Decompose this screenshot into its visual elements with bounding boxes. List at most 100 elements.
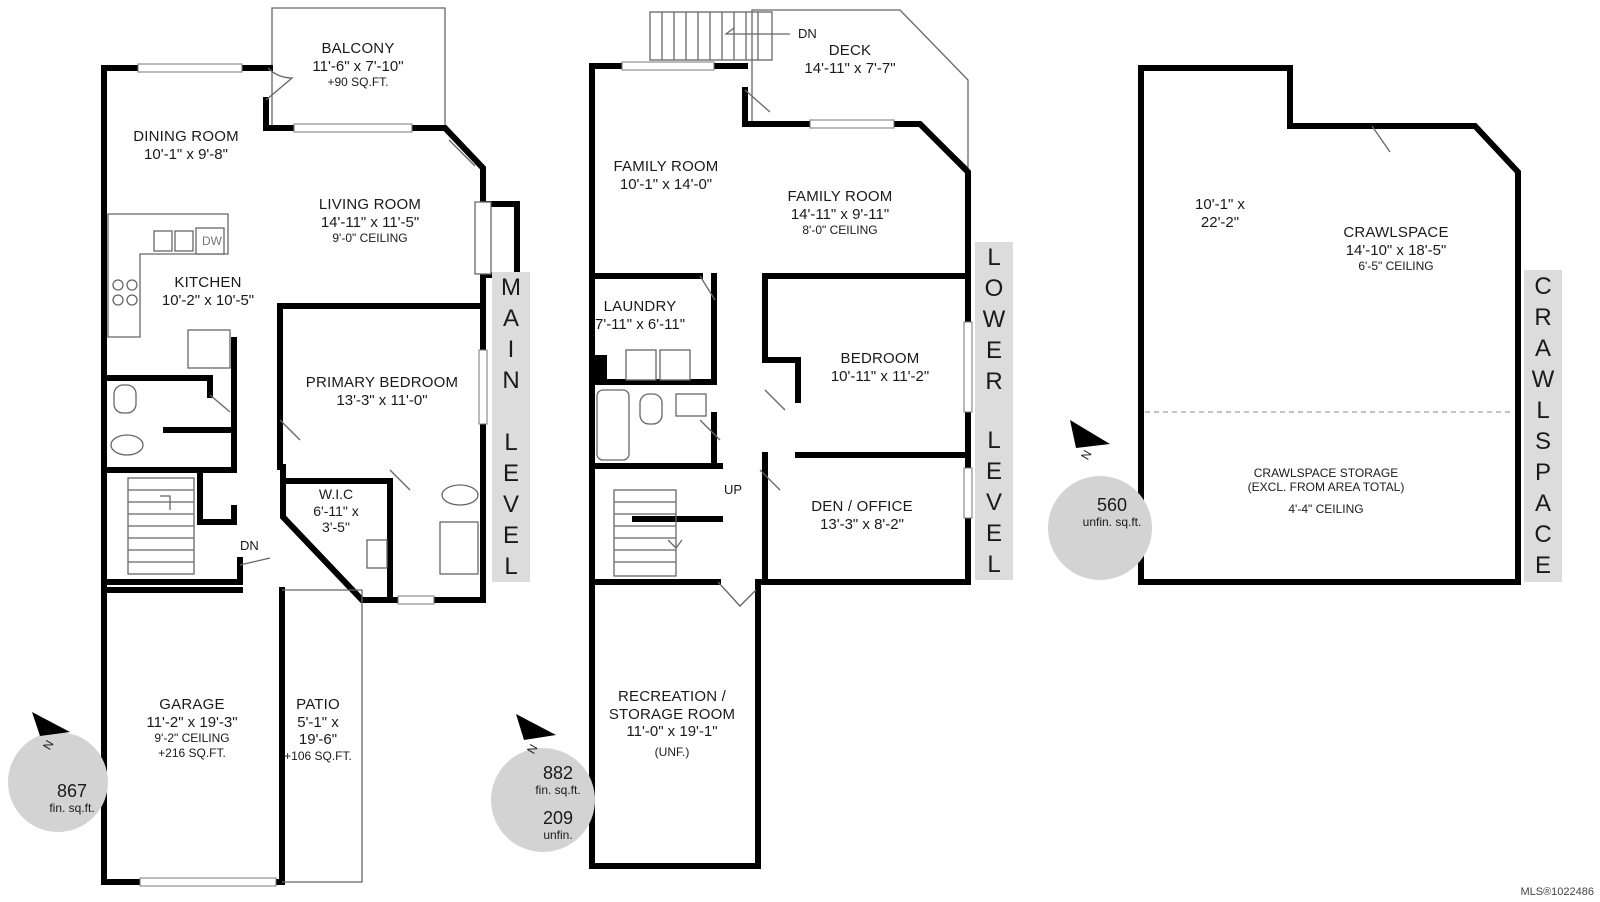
room-label-recreation: RECREATION / STORAGE ROOM 11'-0" x 19'-1… xyxy=(609,688,735,759)
room-name: RECREATION / xyxy=(618,688,726,705)
lower-window xyxy=(809,119,895,129)
room-note: 9'-0" CEILING xyxy=(332,231,408,246)
room-name: DINING ROOM xyxy=(133,128,239,145)
banner-letter: V xyxy=(985,489,1002,516)
banner-letter: I xyxy=(507,336,515,363)
room-label-garage: GARAGE 11'-2" x 19'-3" 9'-2" CEILING +21… xyxy=(146,696,237,760)
main-level-plan xyxy=(101,7,520,887)
banner-letter: E xyxy=(502,522,519,549)
level-banner-lower: L O W E R L E V E L xyxy=(975,242,1013,580)
door-swing xyxy=(209,394,231,413)
dishwasher xyxy=(195,227,225,255)
room-label-deck: DECK 14'-11" x 7'-7" xyxy=(804,42,895,77)
area-unit-unfinished: unfin. xyxy=(543,827,573,842)
banner-letter: M xyxy=(501,274,521,301)
room-label-wic: W.I.C 6'-11" x 3'-5" xyxy=(313,486,359,536)
stairs-up-label: UP xyxy=(724,482,743,497)
area-value: 882 xyxy=(542,763,574,783)
room-label-family-room-east: FAMILY ROOM 14'-11" x 9'-11" 8'-0" CEILI… xyxy=(788,188,893,238)
room-label-crawl-storage: CRAWLSPACE STORAGE (EXCL. FROM AREA TOTA… xyxy=(1248,466,1405,516)
room-name: PRIMARY BEDROOM xyxy=(305,374,459,391)
room-note: 4'-4" CEILING xyxy=(1288,502,1364,517)
main-window xyxy=(139,877,277,887)
crawlspace-plan xyxy=(1138,65,1521,585)
main-exterior-wall xyxy=(101,65,273,885)
deck-stairs-down-label: DN xyxy=(798,26,817,41)
door-swing xyxy=(279,419,301,441)
door-swing xyxy=(389,469,411,491)
room-name: FAMILY ROOM xyxy=(613,158,719,175)
room-dims: 14'-11" x 7'-7" xyxy=(804,59,896,77)
room-dims: 13'-3" x 8'-2" xyxy=(820,515,904,533)
room-note: (UNF.) xyxy=(654,745,690,760)
banner-letter: E xyxy=(1534,552,1551,579)
room-name: DECK xyxy=(828,42,872,59)
room-note: 3'-5" xyxy=(322,519,350,536)
room-name: FAMILY ROOM xyxy=(787,188,893,205)
area-crawlspace: 560 unfin. sq.ft. xyxy=(1082,495,1142,529)
lower-window xyxy=(621,61,715,71)
area-value-unfinished: 209 xyxy=(542,807,574,828)
room-name: BEDROOM xyxy=(840,350,920,367)
room-name: BALCONY xyxy=(321,40,395,57)
lower-window xyxy=(963,321,973,413)
banner-letter: L xyxy=(987,551,1001,578)
room-label-crawl-west: 10'-1" x 22'-2" xyxy=(1195,196,1245,231)
room-dims: 11'-6" x 7'-10" xyxy=(312,57,404,75)
room-dims: 7'-11" x 6'-11" xyxy=(594,315,686,333)
room-label-den-office: DEN / OFFICE 13'-3" x 8'-2" xyxy=(811,498,913,533)
compass-main xyxy=(8,712,108,832)
area-value: 867 xyxy=(56,781,88,801)
bedroom-wall xyxy=(762,273,801,403)
kitchen-stove xyxy=(112,279,138,306)
door-swing xyxy=(759,469,781,491)
room-dims: 10'-1" x 9'-8" xyxy=(144,145,228,163)
room-name: DEN / OFFICE xyxy=(811,498,913,515)
main-window xyxy=(293,123,413,133)
lower-exterior-wall-east xyxy=(742,87,971,585)
compass-lower xyxy=(491,714,595,852)
room-dims: 11'-2" x 19'-3" xyxy=(146,713,238,731)
room-dims: 10'-1" x 14'-0" xyxy=(619,175,713,193)
banner-letter: W xyxy=(982,306,1006,333)
room-name: CRAWLSPACE STORAGE xyxy=(1253,466,1399,480)
area-unit: fin. sq.ft. xyxy=(49,800,95,815)
banner-letter: A xyxy=(1534,490,1551,517)
room-note: 6'-5" CEILING xyxy=(1358,259,1434,274)
room-dims: 13'-3" x 11'-0" xyxy=(336,391,428,409)
room-name: LIVING ROOM xyxy=(318,196,422,213)
banner-letter xyxy=(492,396,530,427)
stairs-down-label: DN xyxy=(240,538,259,553)
room-note-2: +106 SQ.FT. xyxy=(284,749,352,764)
banner-letter: E xyxy=(985,458,1002,485)
banner-letter: E xyxy=(985,520,1002,547)
shower xyxy=(439,521,479,575)
room-dims: 14'-10" x 18'-5" xyxy=(1345,241,1447,259)
room-note-2: +216 SQ.FT. xyxy=(158,745,226,760)
room-label-patio: PATIO 5'-1" x 19'-6" +106 SQ.FT. xyxy=(284,696,352,763)
banner-letter: L xyxy=(504,429,518,456)
toilet xyxy=(113,384,137,414)
kitchen-sink xyxy=(153,230,173,252)
crawlspace-wall xyxy=(1138,65,1521,585)
area-unit: unfin. sq.ft. xyxy=(1082,514,1142,529)
banner-letter: O xyxy=(984,275,1004,302)
banner-letter: V xyxy=(502,491,519,518)
banner-letter: C xyxy=(1534,273,1552,300)
level-banner-crawlspace: C R A W L S P A C E xyxy=(1524,270,1562,582)
area-main: 867 fin. sq.ft. xyxy=(49,781,95,815)
banner-letter: A xyxy=(502,305,519,332)
deck-stairs xyxy=(649,11,773,61)
washer xyxy=(625,349,657,381)
room-note: 22'-2" xyxy=(1200,213,1240,231)
bathtub xyxy=(596,389,630,461)
main-stairs xyxy=(127,477,195,575)
banner-letter: L xyxy=(1536,397,1550,424)
banner-letter: E xyxy=(985,337,1002,364)
deck-stair-treads xyxy=(661,12,790,60)
patio-outline xyxy=(282,589,363,883)
room-label-family-room-west: FAMILY ROOM 10'-1" x 14'-0" xyxy=(614,158,719,193)
room-label-kitchen: KITCHEN 10'-2" x 10'-5" xyxy=(162,274,254,309)
bath-walls xyxy=(101,375,213,398)
laundry-wall xyxy=(589,273,717,385)
